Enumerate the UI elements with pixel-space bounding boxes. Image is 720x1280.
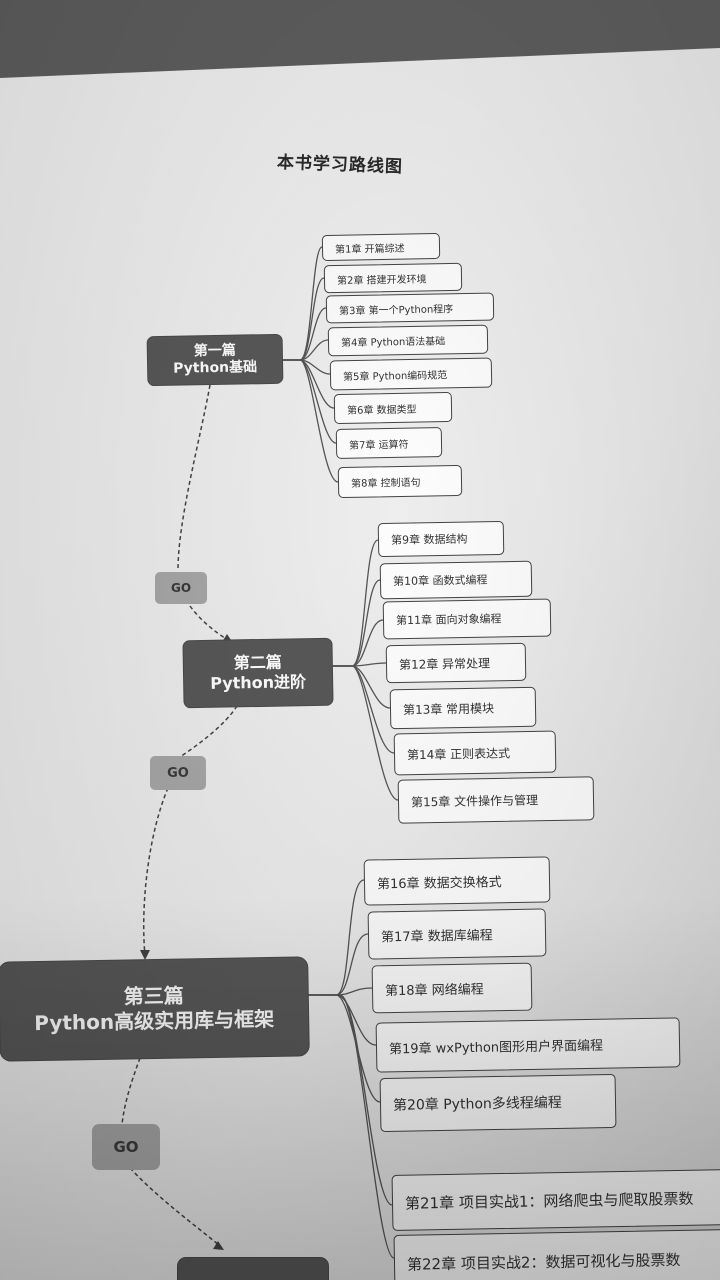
chapter-16: 第16章 数据交换格式	[363, 856, 551, 906]
chapter-5: 第5章 Python编码规范	[329, 357, 493, 391]
chapter-8: 第8章 控制语句	[337, 464, 463, 499]
chapter-10: 第10章 函数式编程	[379, 560, 533, 600]
chapter-9: 第9章 数据结构	[377, 520, 505, 558]
part-2-node: 第二篇 Python进阶	[183, 638, 333, 708]
part-2-subtitle: Python进阶	[210, 672, 307, 693]
part-3-node: 第三篇 Python高级实用库与框架	[0, 957, 309, 1061]
go-connector-1: GO	[155, 572, 207, 604]
chapter-4: 第4章 Python语法基础	[327, 324, 489, 357]
chapter-1: 第1章 开篇综述	[321, 232, 441, 262]
part-1-title: 第一篇	[193, 342, 236, 359]
chapter-22: 第22章 项目实战2：数据可视化与股票数	[393, 1229, 720, 1280]
part-2-title: 第二篇	[233, 652, 282, 673]
chapter-11: 第11章 面向对象编程	[382, 598, 552, 640]
chapter-2: 第2章 搭建开发环境	[323, 262, 463, 294]
chapter-7: 第7章 运算符	[335, 427, 443, 459]
chapter-12: 第12章 异常处理	[385, 642, 527, 684]
chapter-18: 第18章 网络编程	[371, 962, 533, 1014]
go-connector-3: GO	[92, 1124, 160, 1170]
part-4-node-partial	[178, 1258, 328, 1280]
chapter-19: 第19章 wxPython图形用户界面编程	[375, 1017, 681, 1073]
chapter-20: 第20章 Python多线程编程	[379, 1073, 617, 1133]
chapter-21: 第21章 项目实战1：网络爬虫与爬取股票数	[391, 1169, 720, 1231]
part-3-title: 第三篇	[123, 983, 184, 1009]
chapter-13: 第13章 常用模块	[389, 686, 537, 730]
part-1-node: 第一篇 Python基础	[147, 334, 283, 386]
part-1-subtitle: Python基础	[173, 359, 258, 377]
part-3-subtitle: Python高级实用库与框架	[34, 1006, 275, 1036]
go-connector-2: GO	[150, 756, 206, 790]
chapter-17: 第17章 数据库编程	[367, 908, 547, 960]
chapter-6: 第6章 数据类型	[333, 391, 453, 425]
chapter-14: 第14章 正则表达式	[393, 730, 557, 776]
chapter-3: 第3章 第一个Python程序	[325, 292, 495, 324]
chapter-15: 第15章 文件操作与管理	[397, 776, 595, 824]
